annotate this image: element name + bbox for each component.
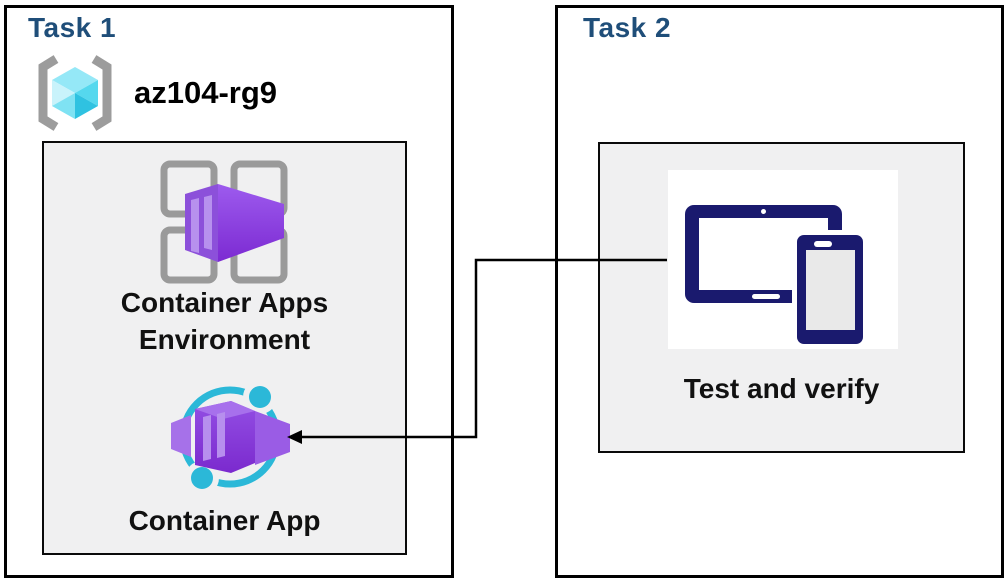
resource-group-name: az104-rg9 — [134, 75, 278, 110]
container-app-icon — [171, 380, 290, 495]
environment-label-line2: Environment — [138, 324, 311, 355]
environment-label-line1: Container Apps — [120, 287, 329, 318]
devices-icon — [685, 205, 868, 349]
resource-group: az104-rg9 — [32, 54, 277, 132]
task2-title: Task 2 — [583, 12, 672, 43]
container-apps-environment-icon — [160, 160, 288, 284]
test-and-verify-label: Test and verify — [683, 373, 880, 404]
devices-icon-box — [668, 170, 898, 349]
container-app-label: Container App — [128, 505, 321, 536]
environment-label: Container Apps Environment — [42, 284, 407, 358]
task1-title: Task 1 — [28, 12, 117, 43]
resource-group-icon — [38, 55, 112, 131]
